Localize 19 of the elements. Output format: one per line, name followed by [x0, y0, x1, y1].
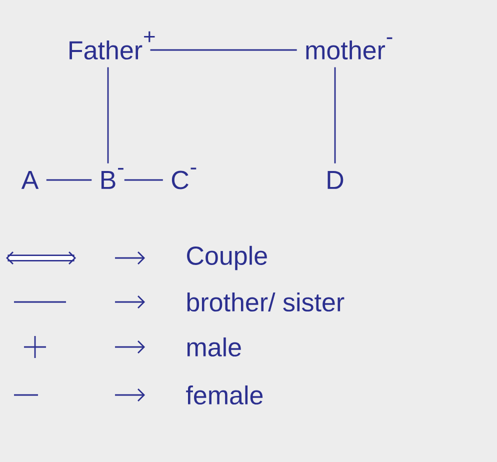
- person-label: B: [101, 171, 116, 189]
- person-label: D: [328, 171, 344, 189]
- connector-line: [124, 179, 163, 181]
- connector-line: [107, 67, 109, 164]
- legend-text: female: [186, 385, 263, 405]
- sign-label: +: [144, 31, 155, 42]
- person-label: Father: [70, 40, 142, 60]
- person-label: A: [21, 171, 39, 189]
- sign-label: -: [118, 168, 124, 170]
- connector-line: [150, 49, 297, 51]
- person-label: C: [172, 170, 188, 190]
- connector-line: [46, 179, 92, 181]
- legend-text: brother/ sister: [187, 292, 344, 312]
- legend-text: male: [187, 337, 241, 357]
- legend-text: Couple: [187, 246, 267, 270]
- sign-label: -: [190, 168, 196, 170]
- sign-label: -: [386, 37, 392, 40]
- person-label: mother: [306, 40, 386, 60]
- connector-line: [334, 67, 336, 164]
